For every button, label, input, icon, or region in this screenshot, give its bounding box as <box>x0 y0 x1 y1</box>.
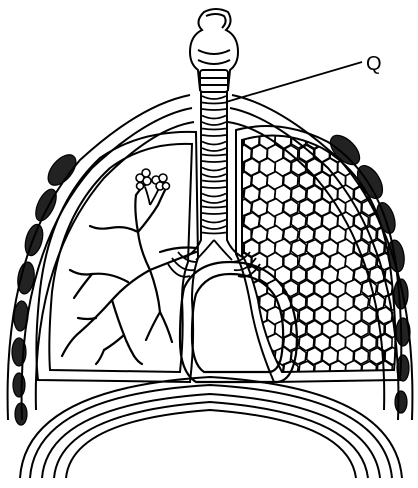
trachea-ring <box>202 103 226 104</box>
alveolus <box>236 334 252 351</box>
trachea-ring <box>202 220 226 223</box>
alveolus <box>299 199 314 215</box>
trachea-ring <box>202 96 226 99</box>
trachea-ring <box>202 142 226 145</box>
alveolus <box>236 307 251 324</box>
alveolus <box>299 334 314 350</box>
alveolus <box>237 361 252 378</box>
trachea-ring <box>202 116 226 119</box>
trachea-ring <box>202 109 226 110</box>
alveolus <box>362 307 376 323</box>
alveolus <box>362 334 376 350</box>
alveolus <box>299 307 314 324</box>
trachea-ring <box>202 181 226 182</box>
alveolus <box>252 361 268 378</box>
alveolus <box>370 321 385 338</box>
honeycomb-pattern <box>228 131 400 379</box>
trachea-ring <box>202 174 226 177</box>
alveoli-cluster <box>136 169 170 205</box>
trachea-ring <box>202 194 226 197</box>
alveolus <box>291 321 306 337</box>
trachea-ring <box>202 213 226 214</box>
trachea-ring <box>202 148 226 151</box>
right-lung-alveoli <box>228 131 400 379</box>
alveolus <box>244 348 260 365</box>
alveolus <box>385 132 400 149</box>
alveolus <box>354 132 369 148</box>
alveolus <box>292 267 306 283</box>
alveolus <box>362 280 377 296</box>
trachea-ring <box>202 122 226 125</box>
trachea-ring <box>202 129 226 130</box>
trachea-ring <box>202 155 226 156</box>
trachea-ring <box>202 135 226 136</box>
trachea-ring <box>202 200 226 203</box>
right-lung <box>228 126 401 382</box>
alveolus <box>299 361 314 377</box>
label-q: Q <box>366 53 382 75</box>
alveolus <box>377 145 392 162</box>
trachea-ring <box>202 226 226 229</box>
trachea-ring <box>202 233 226 234</box>
alveolus <box>291 213 306 229</box>
trachea-ring <box>202 207 226 208</box>
alveolus <box>228 321 243 337</box>
alveolus <box>314 361 330 378</box>
pointer-line <box>226 62 362 102</box>
alveolus <box>385 186 400 203</box>
alveolus <box>299 172 314 189</box>
alveolus <box>291 186 306 202</box>
trachea-ring <box>202 161 226 162</box>
alveolus <box>345 361 361 379</box>
alveolus <box>369 132 384 148</box>
trachea-ring <box>202 168 226 171</box>
alveolus <box>229 294 244 310</box>
alveolus <box>291 240 306 256</box>
alveolus <box>362 145 377 161</box>
alveolus <box>330 361 346 378</box>
trachea-ring <box>202 187 226 188</box>
alveolus <box>385 159 401 176</box>
diaphragm <box>20 377 402 478</box>
alveolus <box>229 348 243 365</box>
alveolus <box>299 280 314 297</box>
trachea-rings <box>202 96 226 234</box>
pointer-q: Q <box>226 53 382 102</box>
